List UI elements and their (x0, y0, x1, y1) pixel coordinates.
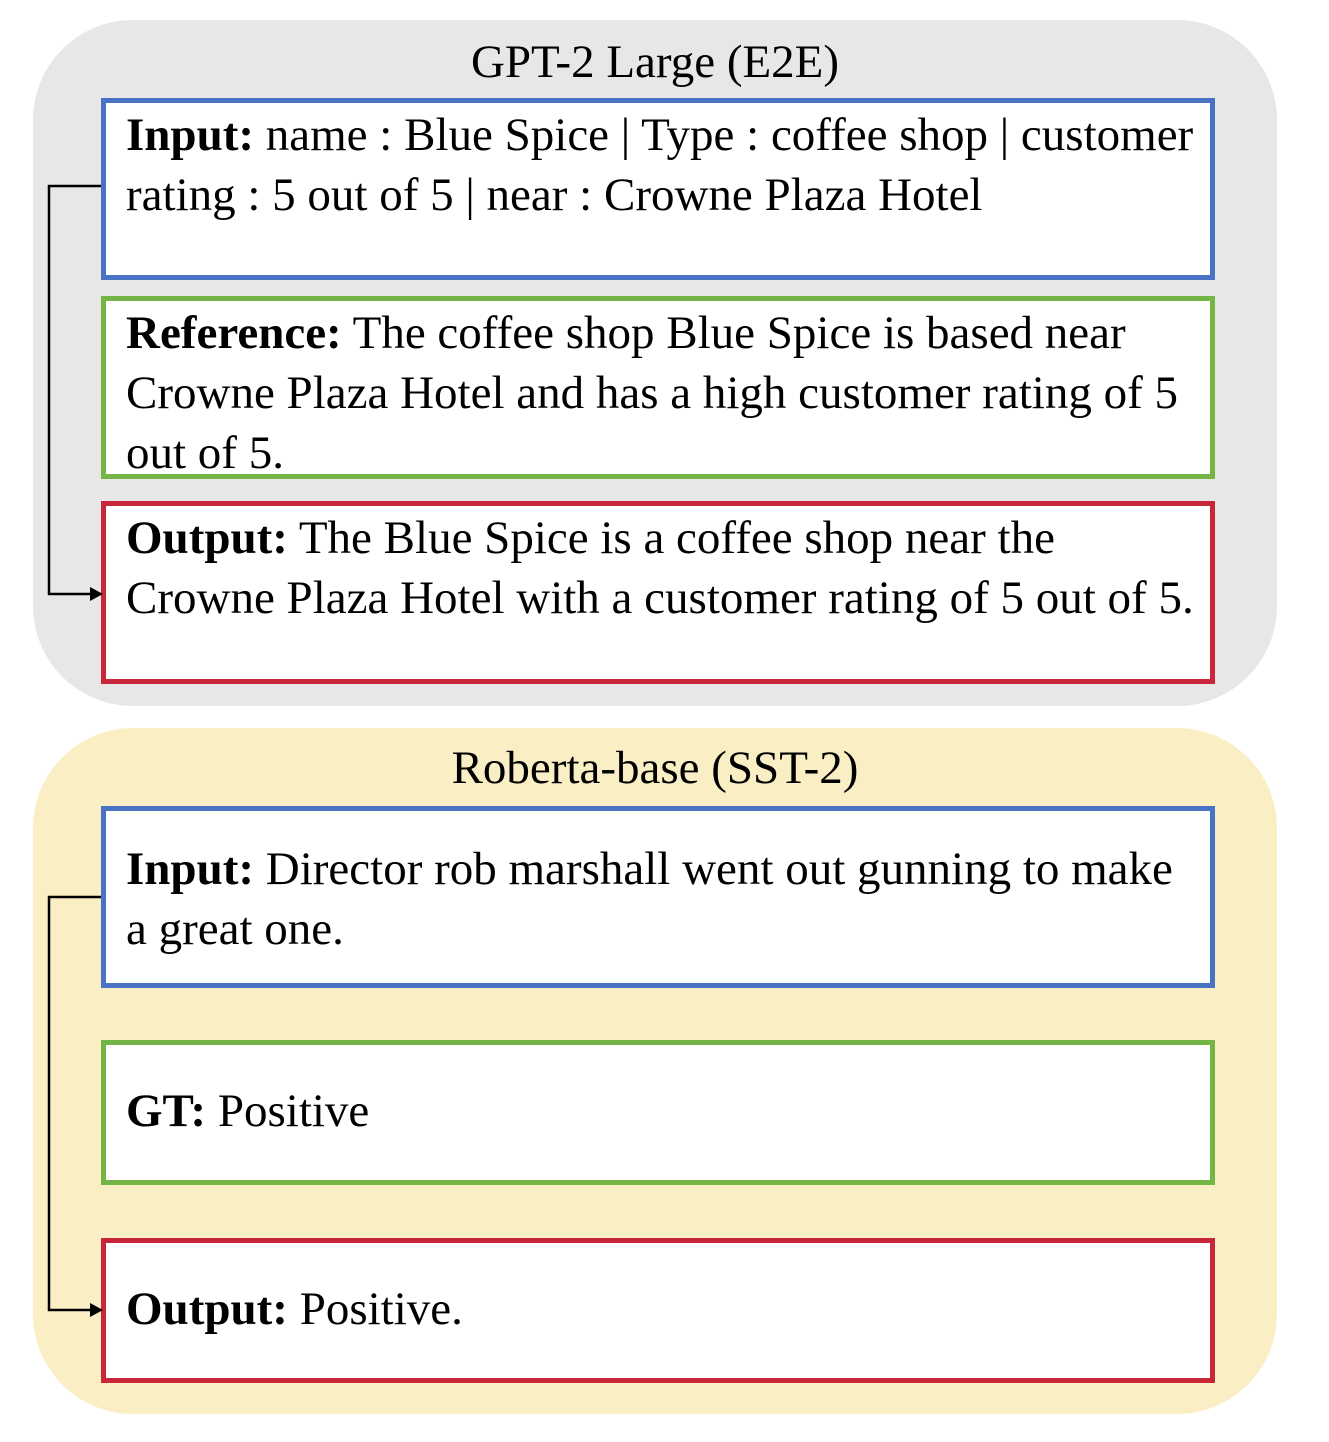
gt-box: GT: Positive (101, 1040, 1215, 1185)
panel-title: GPT-2 Large (E2E) (470, 36, 840, 88)
gt-text: Positive (206, 1085, 370, 1137)
gt-content: GT: Positive (126, 1081, 1194, 1141)
reference-box: Reference: The coffee shop Blue Spice is… (101, 296, 1215, 479)
reference-label: Reference: (126, 307, 342, 359)
input-text: name : Blue Spice | Type : coffee shop |… (126, 109, 1194, 221)
output-box: Output: Positive. (101, 1238, 1215, 1383)
roberta-panel: Roberta-base (SST-2) Input: Director rob… (33, 728, 1277, 1414)
input-label: Input: (126, 109, 255, 161)
output-text: Positive. (287, 1283, 463, 1335)
output-label: Output: (126, 512, 288, 564)
output-content: Output: The Blue Spice is a coffee shop … (126, 508, 1194, 628)
input-content: Input: Director rob marshall went out gu… (126, 839, 1194, 959)
panel-title: Roberta-base (SST-2) (451, 742, 859, 794)
reference-content: Reference: The coffee shop Blue Spice is… (126, 303, 1194, 483)
reference-text: The coffee shop Blue Spice is based near… (126, 307, 1178, 479)
input-content: Input: name : Blue Spice | Type : coffee… (126, 105, 1194, 225)
output-box: Output: The Blue Spice is a coffee shop … (101, 501, 1215, 684)
output-label: Output: (126, 1283, 288, 1335)
input-text: Director rob marshall went out gunning t… (126, 843, 1173, 955)
output-text: The Blue Spice is a coffee shop near the… (126, 512, 1194, 624)
input-label: Input: (126, 843, 255, 895)
output-content: Output: Positive. (126, 1279, 1194, 1339)
input-box: Input: Director rob marshall went out gu… (101, 806, 1215, 988)
gt-label: GT: (126, 1085, 207, 1137)
input-box: Input: name : Blue Spice | Type : coffee… (101, 98, 1215, 280)
gpt2-panel: GPT-2 Large (E2E) Input: name : Blue Spi… (33, 20, 1277, 706)
